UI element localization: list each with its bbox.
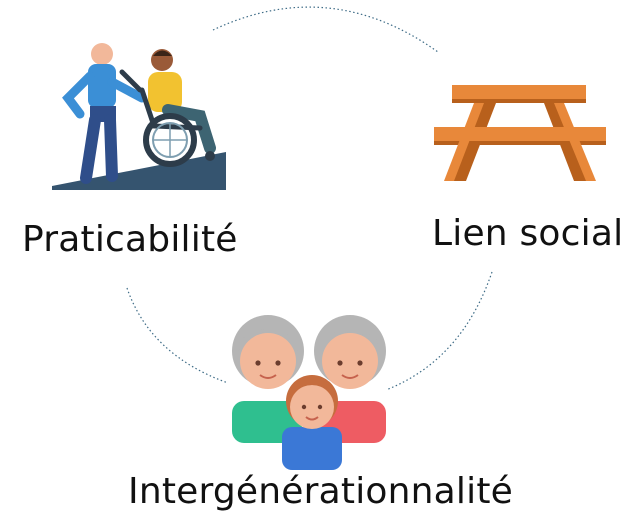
wheelchair-assist-ramp-icon	[52, 43, 226, 190]
picnic-table-icon	[434, 85, 606, 181]
ring-arc-right	[385, 271, 493, 391]
label-lien-social: Lien social	[432, 213, 624, 254]
ring-arc-left	[126, 287, 229, 384]
label-intergenerationnalite: Intergénérationnalité	[128, 471, 513, 512]
ring-arc-top	[212, 6, 439, 53]
family-generations-icon	[232, 315, 386, 470]
label-praticabilite: Praticabilité	[22, 219, 238, 260]
